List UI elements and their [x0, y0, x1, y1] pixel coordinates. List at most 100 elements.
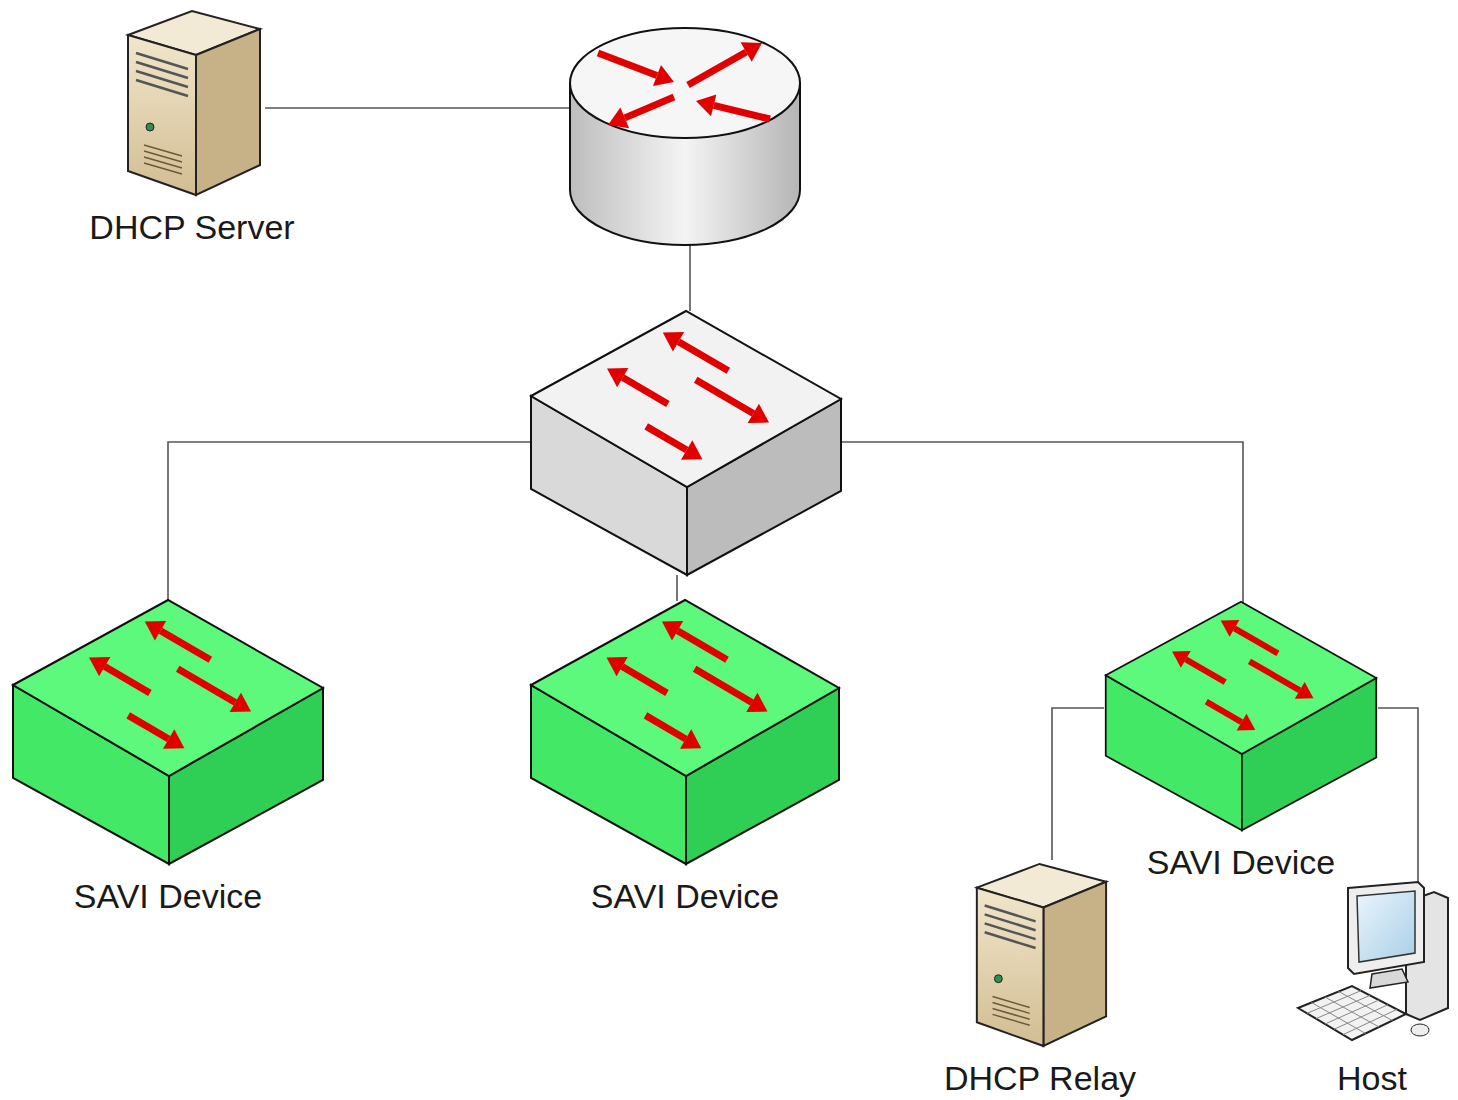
drive-slot: [136, 62, 188, 78]
arrow-head: [681, 440, 702, 459]
monitor-stand: [1370, 969, 1408, 988]
arrow-head: [663, 332, 684, 351]
arrow-head: [608, 108, 629, 129]
host-node: Host: [1294, 880, 1450, 1098]
arrow-head: [607, 657, 628, 676]
server-node: DHCP Relay: [940, 858, 1140, 1098]
arrow-head: [607, 368, 628, 387]
arrow-shaft: [1186, 659, 1225, 682]
server-face: [196, 29, 260, 195]
power-led: [146, 123, 154, 131]
vent-line: [144, 157, 182, 168]
arrow-shaft: [688, 52, 746, 85]
arrow-shaft: [623, 378, 668, 404]
arrow-shaft: [646, 426, 686, 450]
power-led: [994, 975, 1002, 983]
arrow-shaft: [714, 105, 770, 119]
switch-symbol: [531, 311, 841, 575]
device-label: DHCP Relay: [940, 1058, 1140, 1098]
server-node: DHCP Server: [85, 5, 298, 247]
switch-body: [1106, 602, 1377, 831]
arrow-shaft: [598, 53, 657, 76]
arrow-shaft: [678, 631, 727, 660]
vent-line: [992, 997, 1029, 1008]
server-icon: [120, 5, 265, 197]
arrow-head: [741, 42, 762, 61]
vent-line: [144, 163, 182, 174]
drive-slot: [985, 914, 1036, 930]
router-body: [570, 28, 800, 245]
vent-line: [992, 1002, 1029, 1013]
router-top: [570, 28, 800, 138]
network-link: [1052, 708, 1104, 860]
key-column: [1316, 995, 1370, 1018]
switch-body: [531, 311, 841, 575]
wire: [676, 575, 678, 601]
host-icon: [1294, 880, 1450, 1048]
switch-body: [13, 600, 323, 864]
switch-icon: [11, 598, 325, 866]
key-column: [1343, 1009, 1397, 1034]
drive-slot: [985, 923, 1036, 939]
arrow-shaft: [1206, 702, 1241, 722]
savi-switch: SAVI Device: [1104, 600, 1378, 882]
arrow-head: [230, 693, 251, 712]
drive-slot: [985, 906, 1036, 922]
wire: [265, 107, 570, 109]
arrow-shaft: [178, 669, 236, 703]
arrow-shaft: [696, 380, 754, 414]
network-link: [1378, 708, 1418, 882]
arrow-head: [163, 729, 184, 748]
savi-switch: SAVI Device: [529, 598, 841, 916]
arrow-head: [696, 94, 716, 116]
device-label: SAVI Device: [1104, 842, 1378, 882]
device-label: Host: [1294, 1058, 1450, 1098]
server-face: [128, 35, 196, 195]
vent-line: [144, 151, 182, 162]
arrow-head: [1172, 651, 1191, 668]
switch-face: [13, 600, 323, 776]
mouse: [1411, 1024, 1429, 1036]
arrow-head: [680, 729, 701, 748]
server-face: [1043, 882, 1106, 1046]
arrow-shaft: [1249, 661, 1299, 690]
host-computer: [1298, 882, 1448, 1040]
arrow-shaft: [695, 669, 752, 703]
arrow-head: [653, 65, 674, 86]
arrow-shaft: [105, 667, 150, 693]
device-label: SAVI Device: [529, 876, 841, 916]
arrow-head: [748, 404, 769, 423]
monitor-frame: [1348, 882, 1424, 974]
switch-face: [531, 311, 841, 487]
arrow-head: [662, 621, 683, 640]
wire: [841, 442, 1243, 604]
server-tower: [977, 864, 1106, 1046]
vent-line: [992, 1008, 1029, 1019]
arrow-head: [1237, 714, 1256, 731]
monitor-screen: [1357, 891, 1415, 962]
switch-face: [531, 600, 839, 776]
arrow-shaft: [622, 667, 667, 693]
device-label: SAVI Device: [11, 876, 325, 916]
drive-slot: [136, 53, 188, 69]
arrow-head: [1295, 682, 1314, 699]
drive-slot: [136, 71, 188, 87]
key-column: [1307, 991, 1361, 1014]
vent-line: [992, 1014, 1029, 1025]
drive-slot: [985, 932, 1036, 948]
keyboard: [1298, 986, 1406, 1040]
arrow-shaft: [625, 97, 674, 118]
switch-face: [1106, 602, 1377, 754]
drive-slot: [136, 80, 188, 96]
arrow-head: [89, 657, 110, 676]
server-face: [977, 888, 1044, 1046]
wire: [689, 245, 691, 311]
arrow-shaft: [645, 715, 685, 739]
wire: [168, 442, 531, 602]
router-symbol: [570, 28, 800, 245]
arrow-head: [145, 621, 166, 640]
arrow-head: [746, 693, 767, 712]
switch-icon: [529, 598, 841, 866]
device-label: DHCP Server: [85, 207, 298, 247]
